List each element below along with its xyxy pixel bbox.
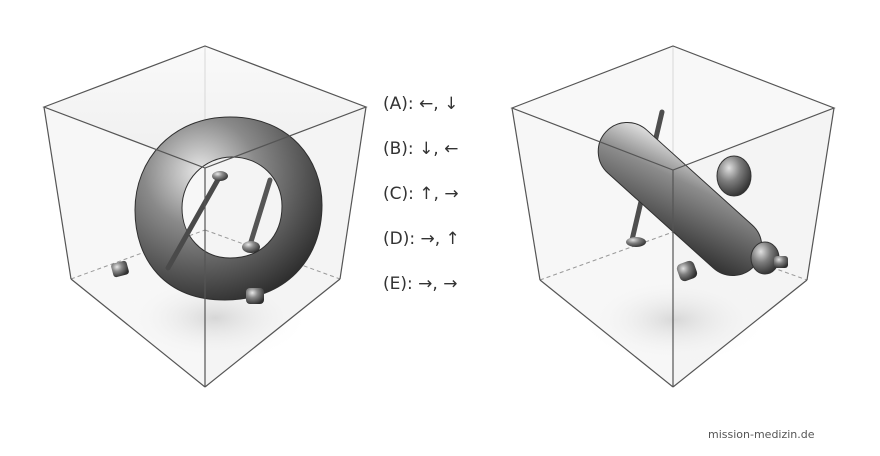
watermark: mission-medizin.de bbox=[708, 428, 815, 441]
option-arrows: ←, ↓ bbox=[419, 94, 459, 114]
cube-edge bbox=[539, 279, 674, 388]
cube-left bbox=[0, 0, 400, 424]
nail-head bbox=[626, 237, 646, 247]
cube-edge bbox=[339, 106, 367, 280]
hidden-edge-back-left bbox=[70, 229, 206, 280]
small-block bbox=[676, 260, 698, 282]
cube-right bbox=[470, 0, 870, 424]
option-label: (B): bbox=[383, 139, 414, 159]
option-b[interactable]: (B): ↓, ← bbox=[383, 137, 460, 182]
cube-left-drawing bbox=[42, 45, 368, 388]
button-upper bbox=[716, 155, 752, 197]
option-c[interactable]: (C): ↑, → bbox=[383, 182, 460, 227]
cube-edge bbox=[43, 106, 72, 280]
floor-reflection bbox=[580, 275, 770, 365]
nail-front bbox=[165, 173, 223, 271]
option-label: (E): bbox=[383, 274, 413, 294]
cube-edge bbox=[806, 107, 835, 281]
option-arrows: ↓, ← bbox=[419, 139, 459, 159]
option-label: (A): bbox=[383, 94, 414, 114]
cube-edge bbox=[672, 279, 808, 388]
cube-edge bbox=[70, 278, 206, 388]
cube-edge bbox=[511, 107, 541, 281]
option-a[interactable]: (A): ←, ↓ bbox=[383, 92, 460, 137]
option-arrows: →, → bbox=[418, 274, 458, 294]
option-label: (C): bbox=[383, 184, 414, 204]
option-d[interactable]: (D): →, ↑ bbox=[383, 227, 460, 272]
small-block bbox=[111, 260, 129, 278]
nail-back-head bbox=[242, 241, 260, 253]
answer-options: (A): ←, ↓ (B): ↓, ← (C): ↑, → (D): →, ↑ … bbox=[383, 92, 460, 317]
hidden-edge-back-left bbox=[539, 231, 674, 281]
torus bbox=[134, 116, 323, 301]
option-arrows: ↑, → bbox=[419, 184, 459, 204]
nail-front-head bbox=[212, 171, 228, 181]
option-e[interactable]: (E): →, → bbox=[383, 272, 460, 317]
small-block-right bbox=[246, 288, 264, 304]
option-arrows: →, ↑ bbox=[420, 229, 460, 249]
nail-back bbox=[247, 177, 273, 248]
option-label: (D): bbox=[383, 229, 416, 249]
cube-right-drawing bbox=[510, 45, 836, 388]
cube-edge bbox=[204, 278, 341, 388]
small-block-right bbox=[774, 256, 788, 268]
